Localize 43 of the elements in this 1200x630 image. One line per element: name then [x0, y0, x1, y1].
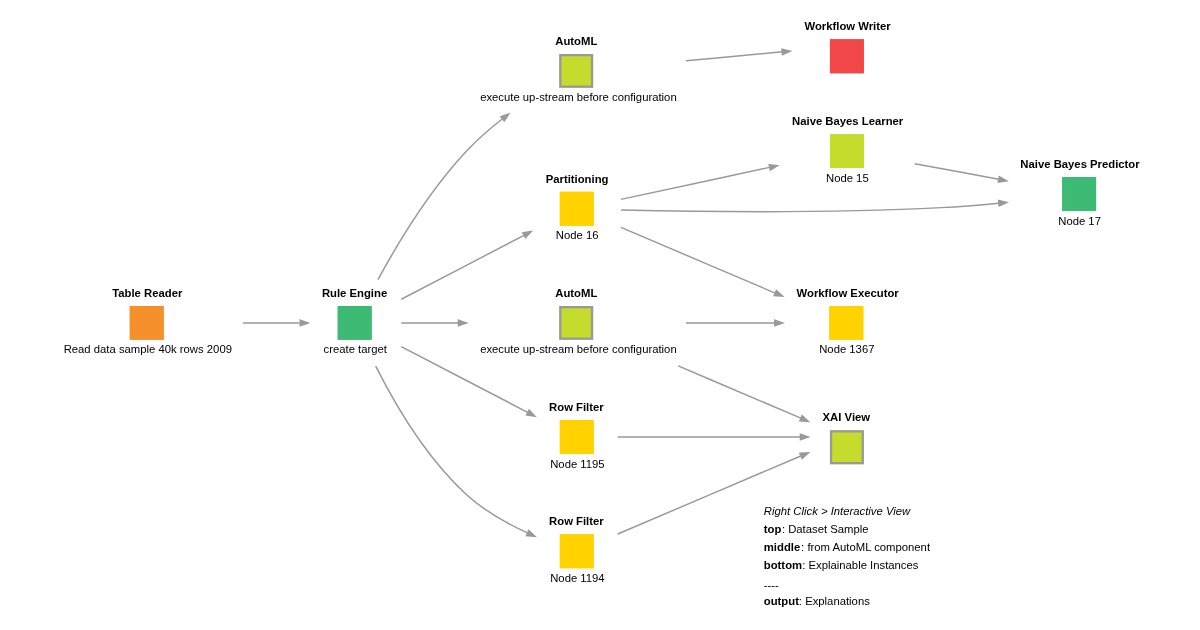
node-label: Naive Bayes Predictor: [1019, 158, 1140, 171]
node-label: create target: [323, 343, 387, 356]
node-label: Workflow Executor: [796, 286, 899, 299]
label: top: Dataset Sample: [763, 523, 869, 536]
label: middle: from AutoML component: [763, 541, 930, 554]
arrow: [619, 226, 785, 298]
node-label: execute up-stream before configuration: [479, 91, 677, 104]
arrow: [616, 451, 810, 535]
node-label: Node 15: [825, 171, 869, 184]
node-label: Node 1194: [549, 571, 605, 584]
label: ----: [763, 578, 779, 591]
node-label: Node 1195: [549, 457, 605, 470]
label: bottom: Explainable Instances: [763, 559, 918, 572]
node-label: Rule Engine: [321, 286, 387, 299]
arrow: [616, 433, 811, 441]
arrow: [400, 230, 533, 300]
node-label: Row Filter: [548, 515, 604, 528]
arrow: [376, 112, 511, 281]
node-label: Naive Bayes Learner: [791, 115, 903, 128]
node-label: AutoML: [554, 34, 597, 47]
node-label: execute up-stream before configuration: [479, 343, 677, 356]
node-label: Table Reader: [111, 286, 182, 299]
label: Right Click > Interactive View: [763, 505, 910, 518]
arrow: [684, 48, 792, 62]
arrow: [241, 319, 310, 327]
arrow: [400, 345, 537, 418]
arrow: [619, 199, 1009, 213]
arrow: [684, 319, 785, 327]
node-label: Read data sample 40k rows 2009: [63, 343, 232, 356]
arrow: [400, 319, 469, 327]
node-label: Workflow Writer: [804, 20, 891, 33]
node-label: XAI View: [822, 411, 870, 424]
node-label: AutoML: [554, 286, 597, 299]
node-label: Node 16: [555, 229, 599, 242]
arrow: [676, 365, 810, 423]
node-label: Row Filter: [548, 401, 604, 414]
arrow: [374, 365, 537, 538]
node-label: Node 17: [1057, 214, 1101, 227]
node-label: Partitioning: [545, 172, 608, 185]
label: output: Explanations: [763, 595, 870, 608]
node-label: Node 1367: [818, 343, 874, 356]
arrow: [913, 162, 1009, 183]
arrow: [619, 163, 780, 201]
